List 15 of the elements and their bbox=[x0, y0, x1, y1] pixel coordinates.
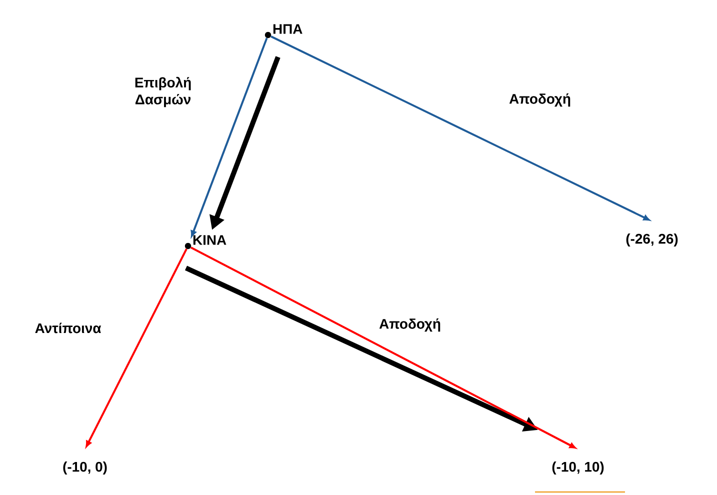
decision-node: ΚΙΝΑ bbox=[184, 235, 226, 250]
edge-label: Αποδοχή bbox=[379, 318, 440, 332]
payoff-label: (-10, 10) bbox=[552, 462, 604, 474]
arrow bbox=[190, 246, 576, 449]
arrow bbox=[190, 38, 268, 237]
edge-label: Επιβολή Δασμών bbox=[135, 76, 191, 108]
node-label: ΚΙΝΑ bbox=[193, 235, 226, 245]
arrow bbox=[86, 248, 188, 447]
payoff-label: (-26, 26) bbox=[626, 234, 678, 246]
node-label: ΗΠΑ bbox=[273, 24, 302, 34]
arrow bbox=[270, 36, 650, 221]
payoff-label: (-10, 0) bbox=[63, 462, 107, 474]
decision-node: ΗΠΑ bbox=[264, 24, 302, 38]
edge-label: Αποδοχή bbox=[509, 93, 570, 107]
edge-label: Αντίποινα bbox=[35, 322, 102, 334]
